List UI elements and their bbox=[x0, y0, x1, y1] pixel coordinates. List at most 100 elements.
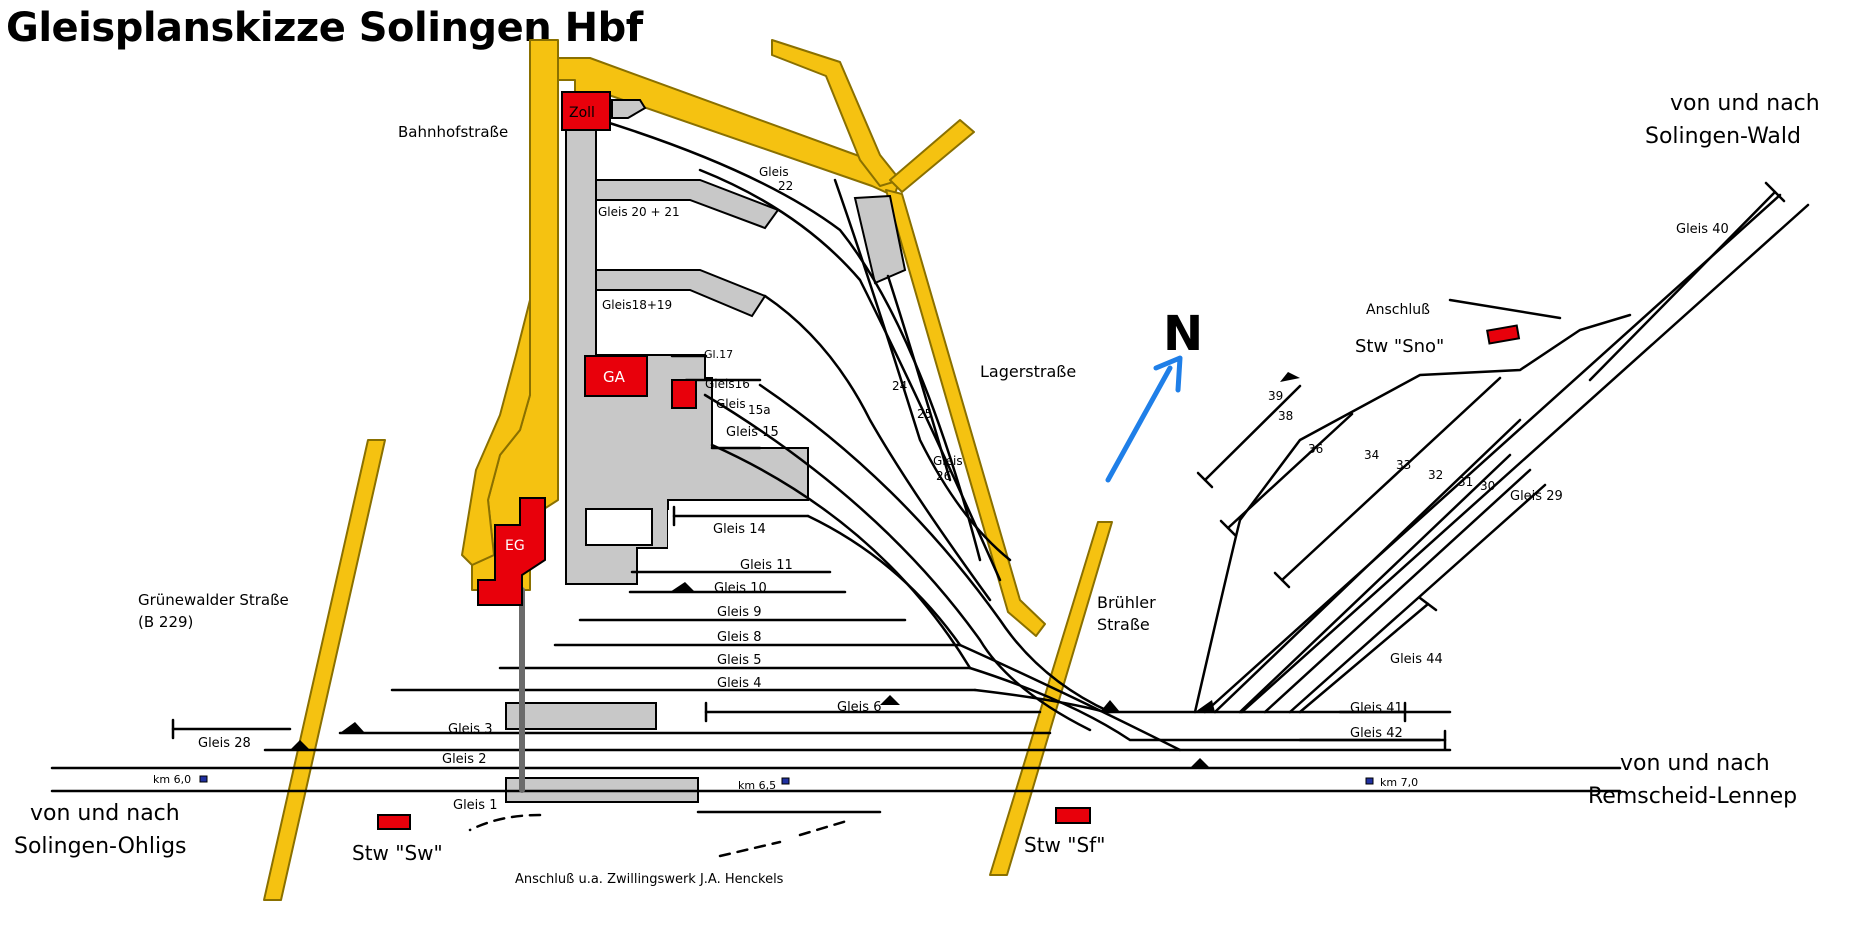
zoll-label: Zoll bbox=[569, 105, 595, 121]
switch-4 bbox=[1100, 700, 1120, 712]
north-arrow-head bbox=[1153, 355, 1183, 393]
track-label-g39: 39 bbox=[1268, 389, 1283, 403]
track-gleis-39 bbox=[1203, 384, 1302, 482]
buildings bbox=[377, 91, 1521, 830]
track-upper-curve-24 bbox=[833, 178, 1012, 562]
stop-gleis-38 bbox=[1219, 519, 1237, 537]
signal-box-sno bbox=[1486, 324, 1521, 345]
track-label-g6: Gleis 6 bbox=[837, 700, 881, 715]
track-label-g25: 25 bbox=[917, 407, 932, 421]
roads bbox=[263, 39, 1113, 901]
track-anschluss bbox=[1448, 298, 1562, 320]
dest-lennep-1: von und nach bbox=[1620, 751, 1770, 776]
switch-3 bbox=[1195, 700, 1215, 712]
track-gleis-44 bbox=[1298, 602, 1430, 714]
signal-box-sw bbox=[377, 814, 411, 830]
platform-gleis-3 bbox=[505, 702, 657, 730]
track-gleis-38 bbox=[1226, 412, 1354, 530]
stop-gleis-40 bbox=[1764, 181, 1786, 203]
track-upper-curve-25 bbox=[886, 274, 952, 482]
north-label: N bbox=[1163, 306, 1203, 362]
track-gleis-36 bbox=[1280, 376, 1502, 582]
eg-label: EG bbox=[505, 538, 525, 554]
track-label-g8: Gleis 8 bbox=[717, 630, 761, 645]
track-label-g1819: Gleis18+19 bbox=[602, 298, 672, 312]
track-label-g38: 38 bbox=[1278, 409, 1293, 423]
eg-building bbox=[477, 497, 546, 606]
north-arrow bbox=[1105, 355, 1183, 483]
track-label-g44: Gleis 44 bbox=[1390, 652, 1443, 667]
ga-label: GA bbox=[603, 368, 626, 386]
track-lennep-curves-2 bbox=[968, 666, 1442, 742]
track-label-g5: Gleis 5 bbox=[717, 653, 761, 668]
stop-gleis-39 bbox=[1196, 471, 1214, 489]
dest-wald-2: Solingen-Wald bbox=[1645, 124, 1801, 149]
street-lagerstrasse: Lagerstraße bbox=[980, 362, 1076, 381]
track-label-g14: Gleis 14 bbox=[713, 522, 766, 537]
track-label-g16: Gleis16 bbox=[705, 377, 750, 391]
track-label-g11: Gleis 11 bbox=[740, 558, 793, 573]
signal-box-sno-label: Stw "Sno" bbox=[1355, 336, 1444, 357]
building-gleis16 bbox=[671, 379, 697, 409]
street-bahnhofstrasse: Bahnhofstraße bbox=[398, 123, 508, 141]
km-70-label: km 7,0 bbox=[1380, 776, 1418, 789]
track-gleis-40 bbox=[1588, 190, 1777, 382]
track-yard-curve-1 bbox=[758, 383, 1112, 714]
track-label-g10: Gleis 10 bbox=[714, 581, 767, 596]
track-fan-2 bbox=[1213, 418, 1522, 714]
henckels-label: Anschluß u.a. Zwillingswerk J.A. Henckel… bbox=[515, 872, 784, 887]
road-top-northeast bbox=[889, 119, 975, 193]
road-gruenewalder-strasse bbox=[263, 439, 386, 901]
km-60-label: km 6,0 bbox=[153, 773, 191, 786]
track-label-g31: 31 bbox=[1458, 475, 1473, 489]
track-yard-curve-3 bbox=[710, 443, 972, 670]
track-label-g22-2: 22 bbox=[778, 179, 793, 193]
dest-wald-1: von und nach bbox=[1670, 91, 1820, 116]
track-upper-curve-1819 bbox=[763, 294, 992, 602]
road-bahnhofstrasse-loop bbox=[461, 299, 531, 566]
track-yard-curve-4 bbox=[806, 514, 962, 647]
track-henckels-siding bbox=[468, 813, 852, 858]
track-label-g22-1: Gleis bbox=[759, 165, 789, 179]
track-label-g1: Gleis 1 bbox=[453, 798, 497, 813]
track-yard-curve-2 bbox=[703, 393, 1092, 732]
track-label-g26-2: 26 bbox=[936, 469, 951, 483]
road-top-north bbox=[771, 39, 901, 187]
street-gruenewalder-2: (B 229) bbox=[138, 613, 193, 631]
yard-cutout-1 bbox=[585, 508, 653, 546]
km-markers bbox=[199, 775, 1374, 785]
ga-building bbox=[584, 355, 648, 397]
track-label-g4: Gleis 4 bbox=[717, 676, 761, 691]
track-fan-5 bbox=[1288, 483, 1547, 714]
track-label-g41: Gleis 41 bbox=[1350, 701, 1403, 716]
switch-1 bbox=[340, 722, 365, 733]
zoll-building bbox=[561, 91, 611, 131]
ramp-gleis-18-19 bbox=[595, 269, 767, 318]
track-label-g34: 34 bbox=[1364, 448, 1379, 462]
track-label-g2: Gleis 2 bbox=[442, 752, 486, 767]
km-65-label: km 6,5 bbox=[738, 779, 776, 792]
track-label-g29: Gleis 29 bbox=[1510, 489, 1563, 504]
stop-gleis-44 bbox=[1418, 596, 1438, 612]
road-lagerstrasse bbox=[885, 189, 1046, 637]
switch-7 bbox=[670, 582, 695, 592]
switch-6 bbox=[880, 695, 900, 705]
dest-lennep-2: Remscheid-Lennep bbox=[1588, 784, 1797, 809]
track-wald-2 bbox=[1240, 203, 1810, 714]
signal-box-sw-label: Stw "Sw" bbox=[352, 841, 443, 865]
km-marker-65 bbox=[781, 777, 790, 785]
track-wald-1 bbox=[1203, 193, 1782, 714]
track-label-g2021: Gleis 20 + 21 bbox=[598, 205, 680, 219]
track-fan-4 bbox=[1263, 468, 1532, 714]
track-label-g9: Gleis 9 bbox=[717, 605, 761, 620]
stop-gleis-36 bbox=[1273, 571, 1291, 589]
dest-ohligs-1: von und nach bbox=[30, 801, 180, 826]
track-label-g28: Gleis 28 bbox=[198, 736, 251, 751]
anschluss-label: Anschluß bbox=[1366, 302, 1430, 318]
ramp-gleis-20-21 bbox=[595, 179, 780, 230]
tracks bbox=[50, 118, 1810, 858]
track-label-g26-1: Gleis bbox=[933, 454, 963, 468]
track-label-g40: Gleis 40 bbox=[1676, 222, 1729, 237]
track-label-g15: Gleis 15 bbox=[726, 425, 779, 440]
